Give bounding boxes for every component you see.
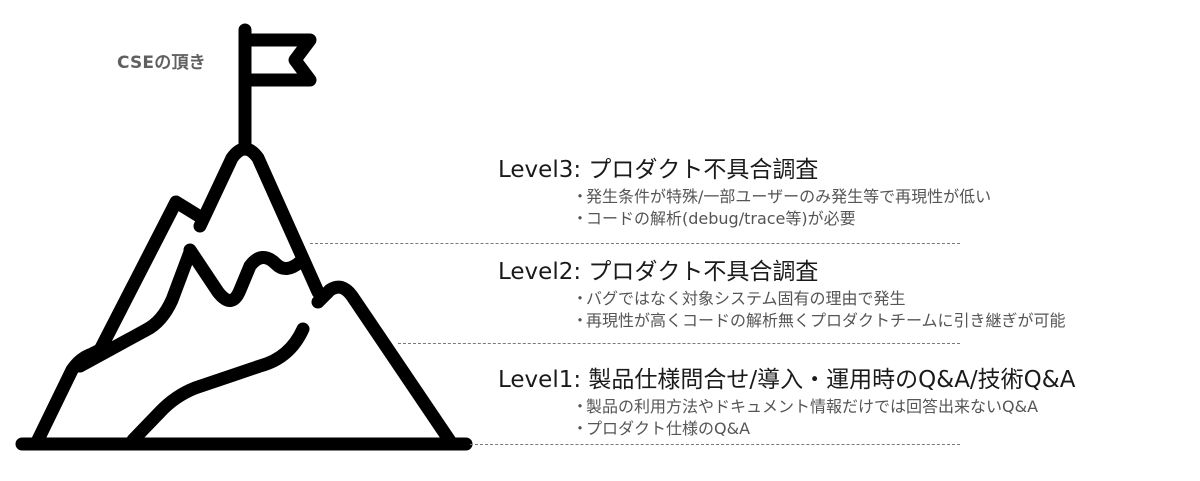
level-3-title: Level3: プロダクト不具合調査 — [498, 157, 819, 183]
level-divider-3-2 — [310, 243, 960, 244]
level-3-block: Level3: プロダクト不具合調査 ・発生条件が特殊/一部ユーザーのみ発生等で… — [498, 156, 991, 230]
level-2-block: Level2: プロダクト不具合調査 ・バグではなく対象システム固有の理由で発生… — [498, 258, 1066, 332]
level-3-bullet: ・発生条件が特殊/一部ユーザーのみ発生等で再現性が低い — [572, 187, 992, 206]
level-1-bullet: ・プロダクト仕様のQ&A — [572, 419, 751, 438]
level-2-title: Level2: プロダクト不具合調査 — [498, 259, 819, 285]
peak-label: CSEの頂き — [117, 53, 206, 73]
level-divider-2-1 — [398, 343, 960, 344]
level-1-bullet: ・製品の利用方法やドキュメント情報だけでは回答出来ないQ&A — [572, 397, 1039, 416]
level-2-bullet: ・バグではなく対象システム固有の理由で発生 — [572, 289, 906, 308]
mountain-with-flag-icon — [15, 23, 473, 451]
level-1-title: Level1: 製品仕様問合せ/導入・運用時のQ&A/技術Q&A — [498, 367, 1076, 393]
level-1-block: Level1: 製品仕様問合せ/導入・運用時のQ&A/技術Q&A ・製品の利用方… — [498, 366, 1075, 440]
level-divider-base — [470, 444, 960, 445]
level-3-bullet: ・コードの解析(debug/trace等)が必要 — [572, 209, 856, 228]
level-2-bullet: ・再現性が高くコードの解析無くプロダクトチームに引き継ぎが可能 — [572, 311, 1066, 330]
